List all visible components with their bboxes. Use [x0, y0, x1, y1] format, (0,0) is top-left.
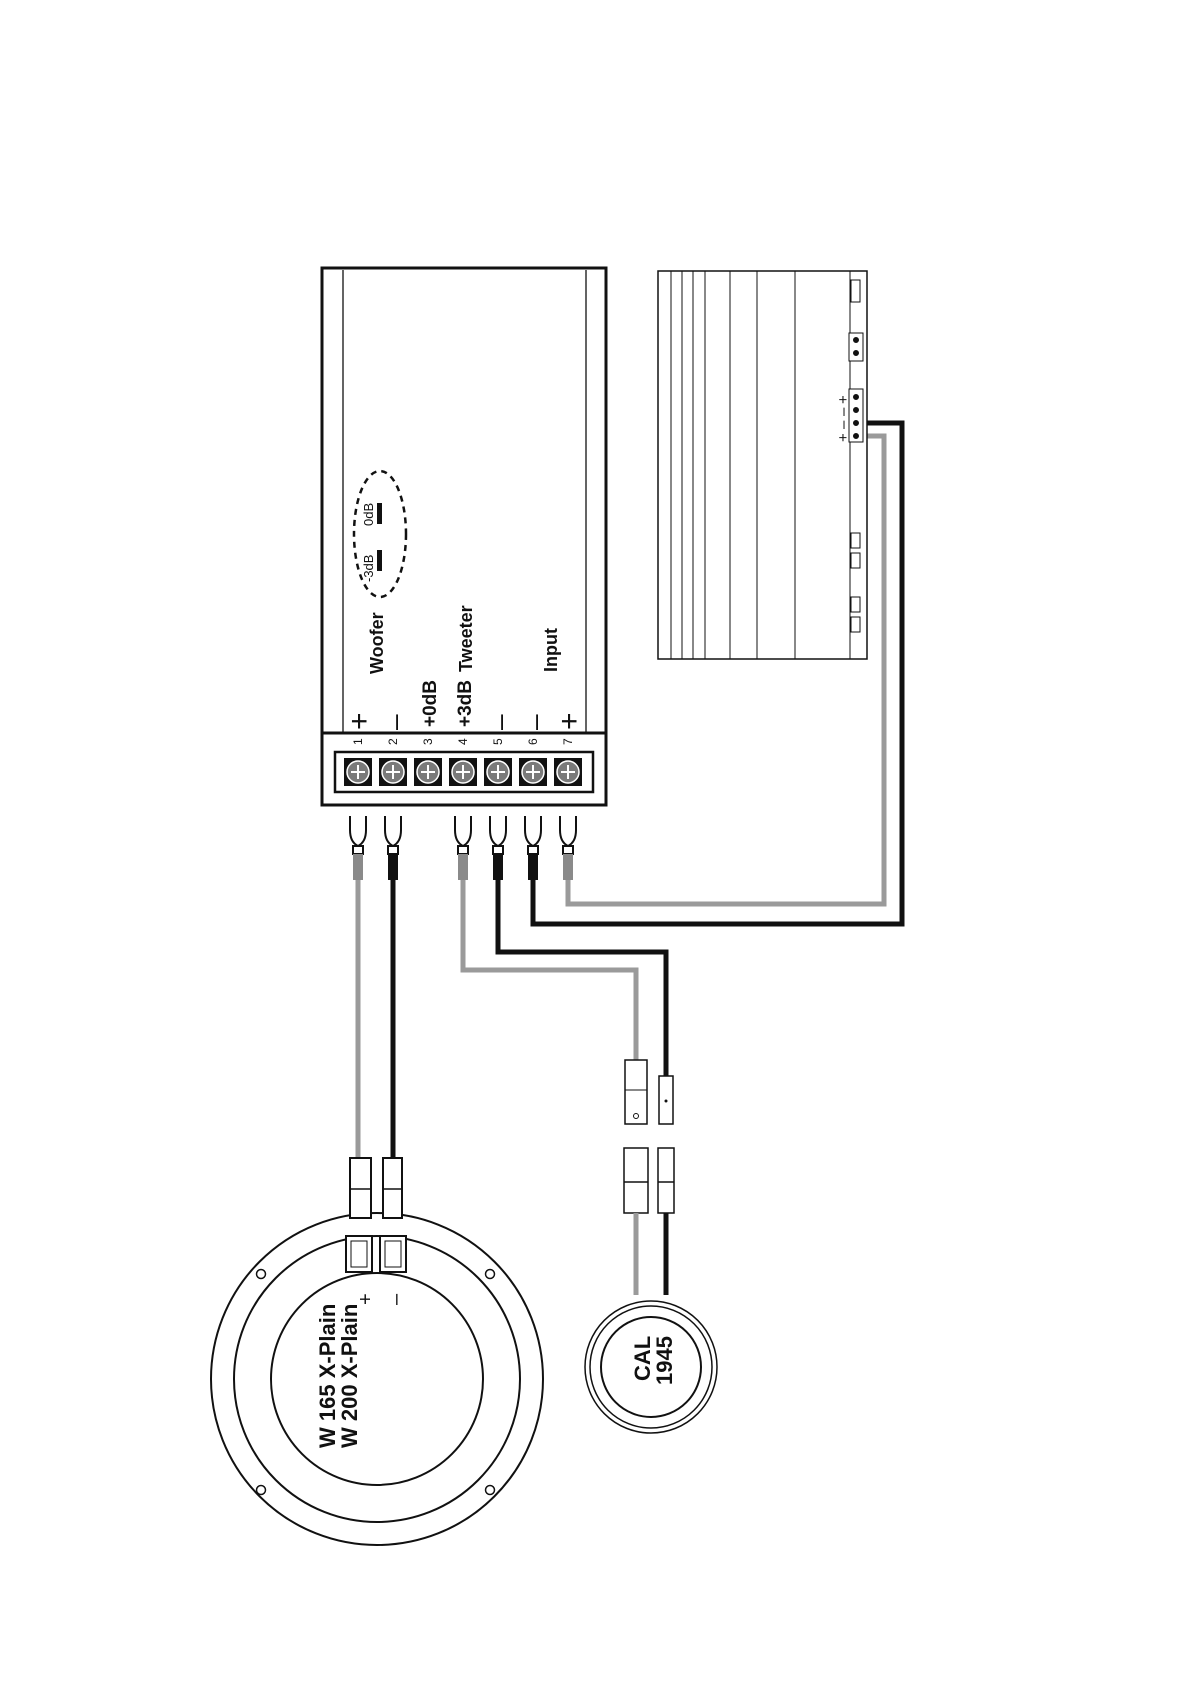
terminal-number: 5	[491, 738, 505, 745]
tweeter-positive-wire	[463, 880, 636, 1060]
tweeter-model-line2: 1945	[652, 1336, 677, 1385]
terminal-sign-6: –	[519, 714, 550, 730]
jumper-0db-pin	[377, 503, 382, 524]
amp-terminal-icon	[854, 434, 859, 439]
woofer-minus-label: –	[385, 1293, 407, 1305]
terminal-sign-3: +0dB	[420, 680, 441, 727]
tweeter-socket-positive	[624, 1148, 648, 1213]
terminal-sign-7: +	[553, 712, 586, 730]
woofer-plus-label: +	[355, 1293, 377, 1305]
jumper-0db-label: 0dB	[361, 503, 376, 526]
woofer-plug-negative	[383, 1158, 402, 1218]
tweeter-socket-negative	[658, 1148, 674, 1213]
amp-terminal-icon	[854, 408, 859, 413]
spade-connector-5	[490, 816, 506, 880]
spade-connector-1	[350, 816, 366, 880]
spade-connector-6	[525, 816, 541, 880]
tweeter-negative-wire	[498, 880, 666, 1076]
terminal-number: 4	[456, 738, 470, 745]
amp-terminal-icon	[854, 338, 859, 343]
mounting-hole-icon	[257, 1270, 266, 1279]
woofer-plug-positive	[350, 1158, 371, 1218]
label-woofer: Woofer	[367, 612, 387, 674]
amp-sign-2: –	[835, 407, 852, 416]
terminal-number: 6	[526, 738, 540, 745]
tweeter-leads	[636, 1213, 666, 1295]
amp-sign-3: –	[835, 420, 852, 429]
mounting-hole-icon	[257, 1486, 266, 1495]
spade-connector-4	[455, 816, 471, 880]
mounting-hole-icon	[486, 1270, 495, 1279]
amp-terminal-icon	[854, 421, 859, 426]
terminal-sign-1: +	[343, 712, 376, 730]
jumper-minus3db-label: -3dB	[361, 555, 376, 582]
mounting-hole-icon	[486, 1486, 495, 1495]
terminal-sign-5: –	[484, 714, 515, 730]
terminal-number: 1	[351, 738, 365, 745]
terminal-sign-4: +3dB	[455, 680, 476, 727]
woofer-cone	[271, 1273, 483, 1485]
woofer-surround	[234, 1236, 520, 1522]
amp-terminal-icon	[854, 351, 859, 356]
label-input: Input	[541, 628, 561, 672]
jumper-minus3db-pin	[377, 550, 382, 571]
terminal-number: 7	[561, 738, 575, 745]
spade-connector-2	[385, 816, 401, 880]
spade-connectors	[350, 816, 576, 880]
amplifier-body	[658, 271, 867, 659]
tweeter-connectors	[624, 1060, 674, 1213]
amp-sign-4: +	[835, 433, 852, 442]
label-tweeter: Tweeter	[456, 605, 476, 672]
spade-connector-7	[560, 816, 576, 880]
terminal-number: 2	[386, 738, 400, 745]
amp-terminal-icon	[854, 395, 859, 400]
amplifier	[658, 271, 867, 659]
woofer-model-line2: W 200 X-Plain	[337, 1304, 362, 1448]
terminal-number: 3	[421, 738, 435, 745]
woofer-speaker	[211, 1158, 543, 1545]
amp-sign-1: +	[835, 395, 852, 404]
terminal-sign-2: –	[379, 714, 410, 730]
